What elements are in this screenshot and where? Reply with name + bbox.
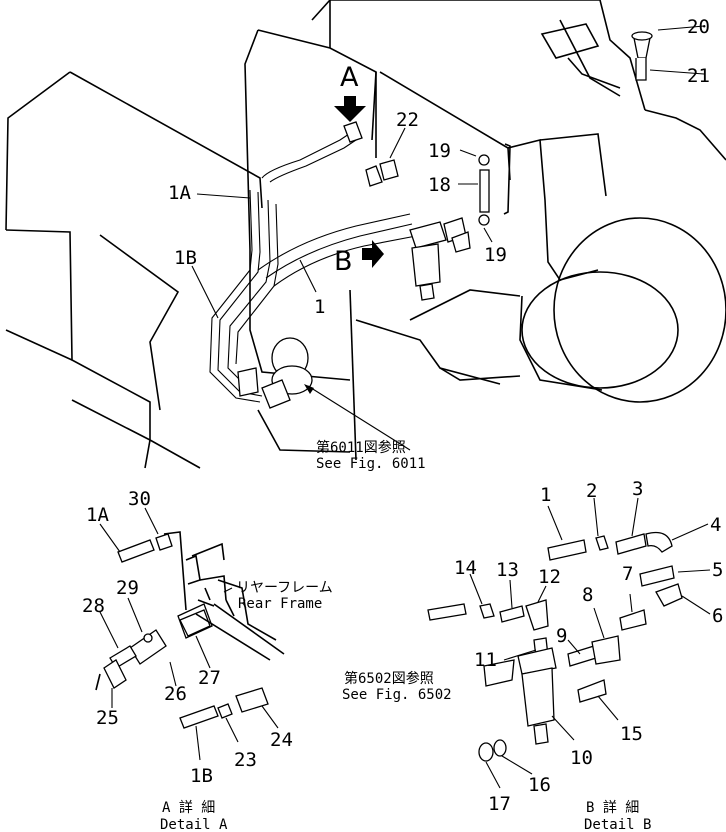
callout-22: 22 bbox=[396, 109, 419, 131]
callout-b-13: 13 bbox=[496, 559, 519, 581]
stud-part-21 bbox=[540, 23, 647, 89]
hose-bundle bbox=[209, 131, 417, 403]
detail-b-labels: 1 2 3 4 5 14 13 12 7 6 9 8 11 15 10 16 1… bbox=[342, 478, 723, 832]
detail-a-title-jp: A 詳 細 bbox=[162, 800, 215, 816]
callout-b-15: 15 bbox=[620, 723, 643, 745]
machine-body-outline bbox=[5, 0, 726, 469]
callout-29: 29 bbox=[116, 577, 139, 599]
callout-28: 28 bbox=[82, 595, 105, 617]
callout-b-11: 11 bbox=[474, 649, 497, 671]
callout-b-16: 16 bbox=[528, 774, 551, 796]
main-view-labels: A B 20 21 22 19 18 19 1A 1B 1 第6011図参照 S… bbox=[168, 16, 710, 472]
filter-assembly-b bbox=[409, 217, 471, 301]
detail-b-leaders bbox=[469, 497, 711, 789]
callout-26: 26 bbox=[164, 683, 187, 705]
callout-b-1: 1 bbox=[540, 484, 551, 506]
callout-1b: 1B bbox=[174, 247, 197, 269]
callout-27: 27 bbox=[198, 667, 221, 689]
callout-b-8: 8 bbox=[582, 584, 593, 606]
callout-b-2: 2 bbox=[586, 480, 597, 502]
leader-lines-main bbox=[191, 25, 705, 451]
callout-b-7: 7 bbox=[622, 563, 633, 585]
fittings-cluster-a bbox=[343, 121, 399, 187]
detail-a-title-en: Detail A bbox=[160, 817, 228, 832]
rear-frame-en: Rear Frame bbox=[238, 596, 322, 612]
callout-23: 23 bbox=[234, 749, 257, 771]
callout-20: 20 bbox=[687, 16, 710, 38]
callout-1a-detail: 1A bbox=[86, 504, 109, 526]
ref-6502-en: See Fig. 6502 bbox=[342, 687, 452, 703]
ref-6502-jp: 第6502図参照 bbox=[344, 670, 434, 687]
callout-b-14: 14 bbox=[454, 557, 477, 579]
callout-b-17: 17 bbox=[488, 793, 511, 815]
callout-b-9: 9 bbox=[556, 625, 567, 647]
callout-1: 1 bbox=[314, 296, 325, 318]
callout-30: 30 bbox=[128, 488, 151, 510]
callout-1a: 1A bbox=[168, 182, 191, 204]
callout-b-5: 5 bbox=[712, 559, 723, 581]
view-a-label: A bbox=[340, 62, 359, 93]
detail-b-title-jp: B 詳 細 bbox=[586, 800, 639, 816]
callout-24: 24 bbox=[270, 729, 293, 751]
callout-25: 25 bbox=[96, 707, 119, 729]
view-b-label: B bbox=[334, 246, 353, 277]
view-arrow-b bbox=[362, 240, 384, 268]
callout-18: 18 bbox=[428, 174, 451, 196]
callout-b-10: 10 bbox=[570, 747, 593, 769]
detail-a-parts bbox=[95, 531, 285, 729]
rear-frame-jp: リヤーフレーム bbox=[236, 580, 333, 596]
callout-21: 21 bbox=[687, 65, 710, 87]
detail-a-leaders bbox=[99, 507, 279, 761]
cap-part-20 bbox=[631, 31, 653, 59]
callout-19-bottom: 19 bbox=[484, 244, 507, 266]
view-arrow-a bbox=[334, 96, 366, 122]
detail-b-parts bbox=[427, 531, 683, 762]
hose-18-assembly bbox=[478, 143, 511, 226]
callout-b-4: 4 bbox=[710, 514, 721, 536]
callout-1b-detail: 1B bbox=[190, 765, 213, 787]
callout-19-top: 19 bbox=[428, 140, 451, 162]
starter-motor bbox=[237, 337, 313, 409]
detail-b-title-en: Detail B bbox=[584, 817, 651, 832]
callout-b-12: 12 bbox=[538, 566, 561, 588]
ref-6011-en: See Fig. 6011 bbox=[316, 456, 426, 472]
detail-a-labels: 30 1A 29 28 25 26 27 23 24 1B リヤーフレーム Re… bbox=[82, 488, 333, 832]
ref-6011-jp: 第6011図参照 bbox=[316, 439, 406, 456]
callout-b-6: 6 bbox=[712, 605, 723, 627]
callout-b-3: 3 bbox=[632, 478, 643, 500]
